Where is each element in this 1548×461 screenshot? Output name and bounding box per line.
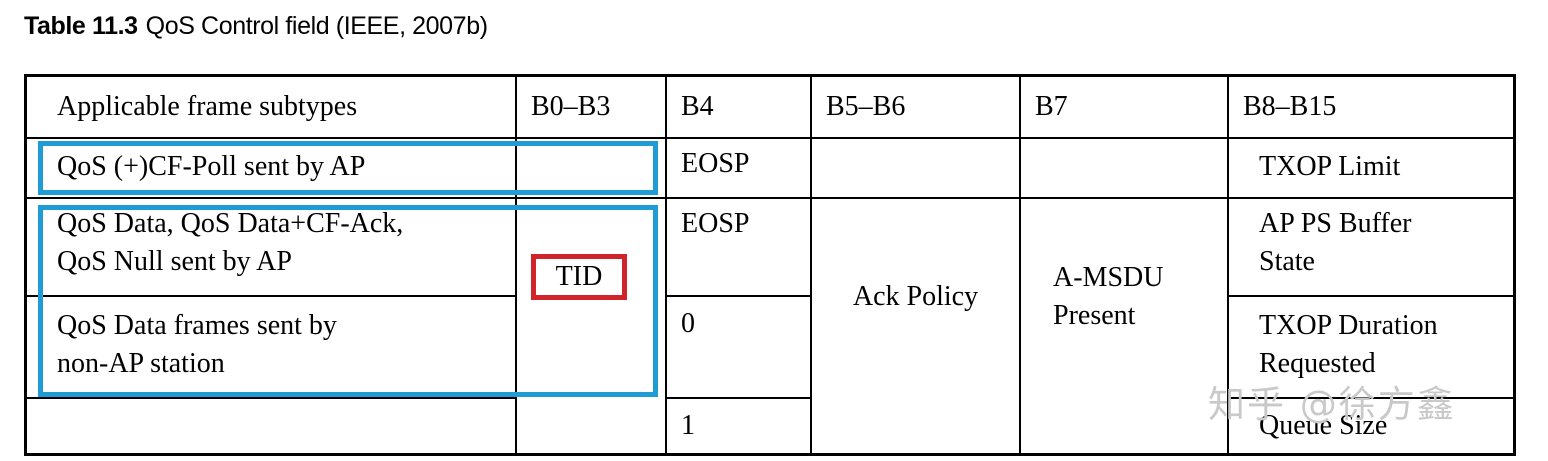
row-3-b8-b15-line1: TXOP Duration	[1259, 310, 1438, 341]
row-divider-3-col1	[27, 397, 515, 399]
header-b8-b15: B8–B15	[1243, 90, 1337, 122]
b7-value-line2: Present	[1053, 300, 1136, 331]
row-4-b8-b15: Queue Size	[1259, 410, 1388, 441]
row-3-subtype-line1: QoS Data frames sent by	[57, 310, 337, 341]
caption-label: Table 11.3	[24, 12, 138, 40]
row-divider-2-b8b15	[1227, 295, 1513, 297]
row-2-b8-b15-line2: State	[1259, 246, 1315, 278]
row-1-b4: EOSP	[681, 148, 750, 179]
column-divider-2	[665, 77, 667, 453]
caption-text: QoS Control field (IEEE, 2007b)	[145, 12, 488, 40]
row-divider-3-b8b15	[1227, 397, 1513, 399]
row-3-b8-b15: TXOP Duration Requested	[1229, 307, 1513, 383]
row-2-b8-b15-line1: AP PS Buffer	[1259, 208, 1412, 239]
qos-control-field-table: Applicable frame subtypes B0–B3 B4 B5–B6…	[24, 74, 1516, 456]
row-1-b8-b15: TXOP Limit	[1259, 150, 1401, 182]
row-divider-2-b4	[665, 295, 810, 297]
row-3-subtype: QoS Data frames sent by non-AP station	[27, 307, 515, 383]
column-divider-5	[1227, 77, 1229, 453]
row-2-subtype-line2: QoS Null sent by AP	[57, 246, 292, 278]
row-2-b4: EOSP	[681, 208, 750, 239]
header-b4: B4	[681, 90, 714, 122]
column-divider-4	[1019, 77, 1021, 453]
header-b5-b6: B5–B6	[826, 90, 906, 122]
tid-highlight-box: TID	[531, 254, 627, 300]
b7-value-a-msdu-present: A-MSDU Present	[1021, 137, 1227, 457]
row-divider-header	[27, 137, 1513, 139]
column-divider-1	[515, 77, 517, 453]
row-2-subtype-line1: QoS Data, QoS Data+CF-Ack,	[57, 208, 404, 239]
row-divider-3-b4	[665, 397, 810, 399]
row-3-b4: 0	[681, 308, 695, 339]
b5-b6-value-ack-policy: Ack Policy	[852, 280, 979, 312]
row-divider-2-col1	[27, 295, 515, 297]
header-applicable-frame-subtypes: Applicable frame subtypes	[57, 90, 358, 122]
row-3-b8-b15-line2: Requested	[1259, 348, 1376, 380]
header-b7: B7	[1035, 90, 1068, 122]
column-divider-3	[810, 77, 812, 453]
row-4-b4: 1	[681, 410, 695, 441]
row-2-b8-b15: AP PS Buffer State	[1229, 205, 1513, 281]
row-divider-1	[27, 197, 1513, 199]
b0-b3-value-tid: TID	[555, 261, 603, 292]
row-1-subtype: QoS (+)CF-Poll sent by AP	[57, 150, 366, 182]
row-3-subtype-line2: non-AP station	[57, 348, 225, 380]
b7-value-line1: A-MSDU	[1053, 261, 1164, 293]
row-4-subtype	[27, 407, 515, 457]
header-b0-b3: B0–B3	[531, 90, 611, 122]
row-2-subtype: QoS Data, QoS Data+CF-Ack, QoS Null sent…	[27, 205, 515, 281]
